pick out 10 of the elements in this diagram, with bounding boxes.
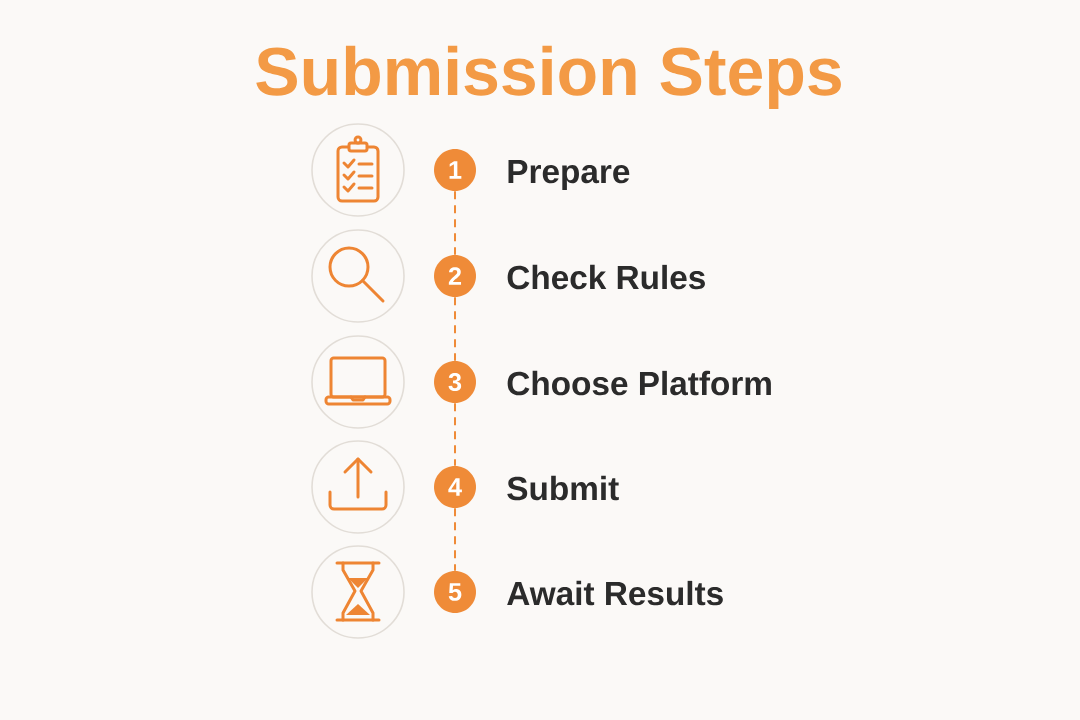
connector-line [454, 402, 456, 467]
step-label: Choose Platform [507, 370, 771, 396]
connector-line [454, 507, 456, 572]
connector-line [454, 190, 456, 256]
step-label: Prepare [508, 160, 630, 190]
step-label: Await Results [507, 580, 723, 606]
title: Submission Steps [256, 45, 841, 110]
connector-line [454, 296, 456, 362]
step-label: Check Rules [507, 264, 705, 290]
step-label: Submit [507, 475, 619, 501]
